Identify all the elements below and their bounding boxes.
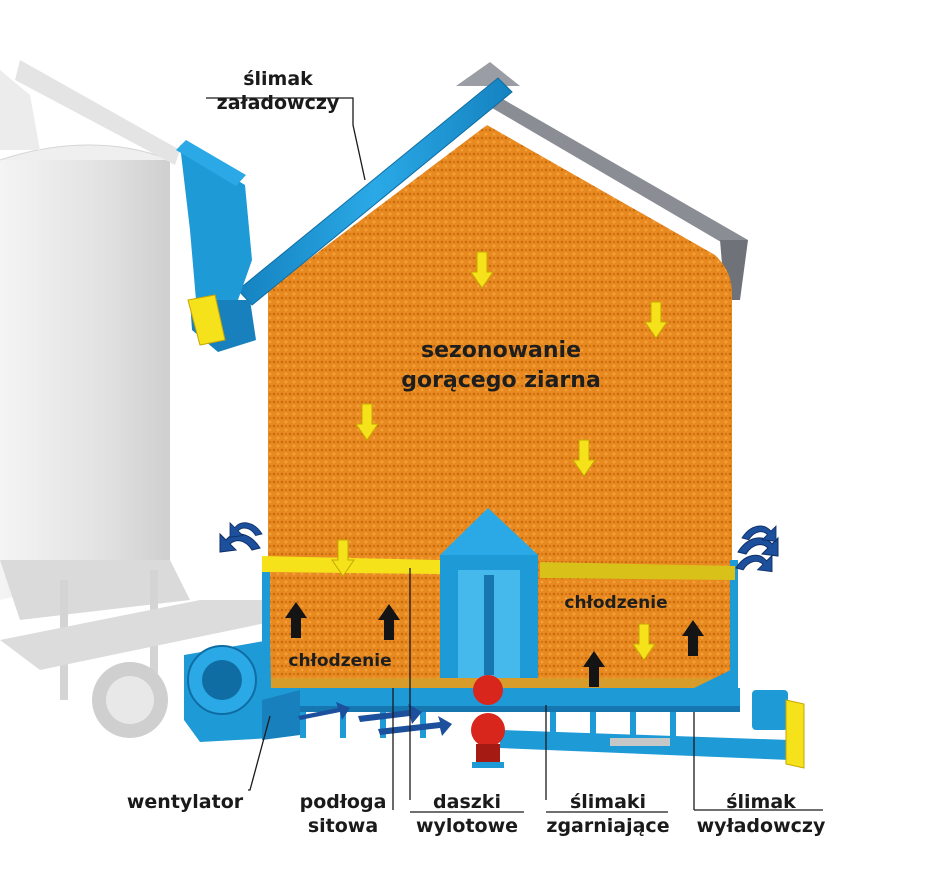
label-cooling-left: chłodzenie [288,651,392,671]
label-line: sezonowanie [420,338,581,363]
outlet-valves [471,675,505,768]
grain-mass [262,125,738,700]
exhaust-air-arrow-icon [219,533,261,553]
label-line: daszki [433,791,501,813]
label-unloading-auger: ślimak wyładowczy [696,790,826,838]
label-cooling-right: chłodzenie [564,593,668,613]
label-line: zgarniające [546,815,670,837]
label-line: gorącego ziarna [401,368,601,393]
label-line: ślimak [726,791,796,813]
label-fan: wentylator [126,791,244,813]
label-sieve-floor: podłoga sitowa [294,790,392,838]
background-silo [0,60,280,738]
label-outlet-flaps: daszki wylotowe [410,790,524,838]
label-line: sitowa [307,815,379,837]
label-line: wylotowe [415,815,519,837]
label-line: wyładowczy [696,815,826,837]
label-line: załadowczy [216,92,340,114]
label-line: ślimak [243,68,313,90]
leader-lines [206,97,823,813]
central-cone [440,508,538,683]
exhaust-air-arrow-icon [735,554,773,573]
loading-auger [176,77,513,352]
unloading-auger [500,690,805,769]
label-sweep-augers: ślimaki zgarniające [546,790,670,838]
air-channel-arrows [298,702,452,736]
fan [184,640,300,742]
label-line: podłoga [299,791,387,813]
label-loading-auger: ślimak załadowczy [208,67,348,115]
label-line: ślimaki [569,791,647,813]
label-tempering-zone: sezonowanie gorącego ziarna [366,336,636,396]
